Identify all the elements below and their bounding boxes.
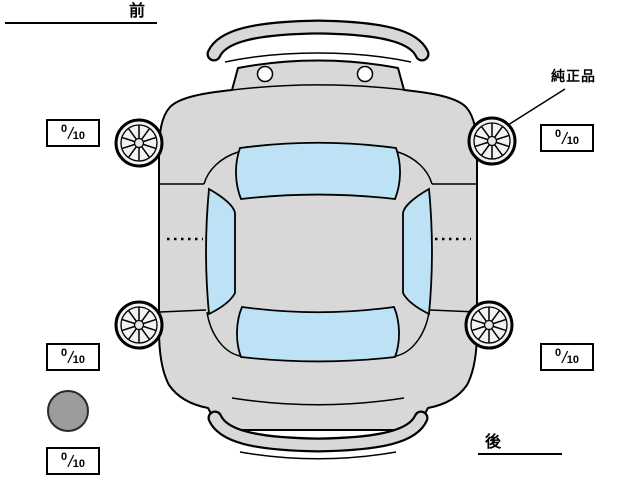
tire-score-separator: / xyxy=(68,123,73,143)
tire-score-max: 10 xyxy=(566,135,580,147)
tire-score-max: 10 xyxy=(72,354,86,366)
genuine-part-leader-line xyxy=(507,88,566,126)
front-direction-label: 前 xyxy=(5,0,157,24)
tire-score-box-spare: 0 / 10 xyxy=(46,447,100,475)
tire-score-max: 10 xyxy=(566,354,580,366)
tire-score-box-front-left: 0 / 10 xyxy=(46,119,100,147)
rear-right-wheel-icon xyxy=(464,300,514,350)
tire-score-value: 0 xyxy=(60,451,68,463)
left-side-window-glass xyxy=(205,187,236,316)
tire-score-separator: / xyxy=(68,347,73,367)
tire-score-value: 0 xyxy=(60,347,68,359)
tire-score-value: 0 xyxy=(554,128,562,140)
tire-score-max: 10 xyxy=(72,130,86,142)
tire-score-box-rear-left: 0 / 10 xyxy=(46,343,100,371)
body-panel-lines xyxy=(159,84,478,406)
tire-score-box-rear-right: 0 / 10 xyxy=(540,343,594,371)
windshield-glass xyxy=(235,141,401,200)
tire-score-value: 0 xyxy=(554,347,562,359)
rear-direction-label: 後 xyxy=(478,430,562,455)
rear-window-glass xyxy=(236,306,400,363)
tire-score-separator: / xyxy=(562,128,567,148)
front-left-wheel-icon xyxy=(114,118,164,168)
front-bumper xyxy=(206,19,430,63)
tire-score-separator: / xyxy=(562,347,567,367)
hood-circles xyxy=(256,65,374,83)
rear-left-wheel-icon xyxy=(114,300,164,350)
rear-bumper xyxy=(207,410,429,460)
tire-score-max: 10 xyxy=(72,458,86,470)
tire-score-box-front-right: 0 / 10 xyxy=(540,124,594,152)
tire-score-value: 0 xyxy=(60,123,68,135)
right-side-window-glass xyxy=(402,187,433,316)
tire-score-separator: / xyxy=(68,451,73,471)
spare-tire-icon xyxy=(47,390,89,432)
genuine-part-label: 純正品 xyxy=(551,68,596,84)
